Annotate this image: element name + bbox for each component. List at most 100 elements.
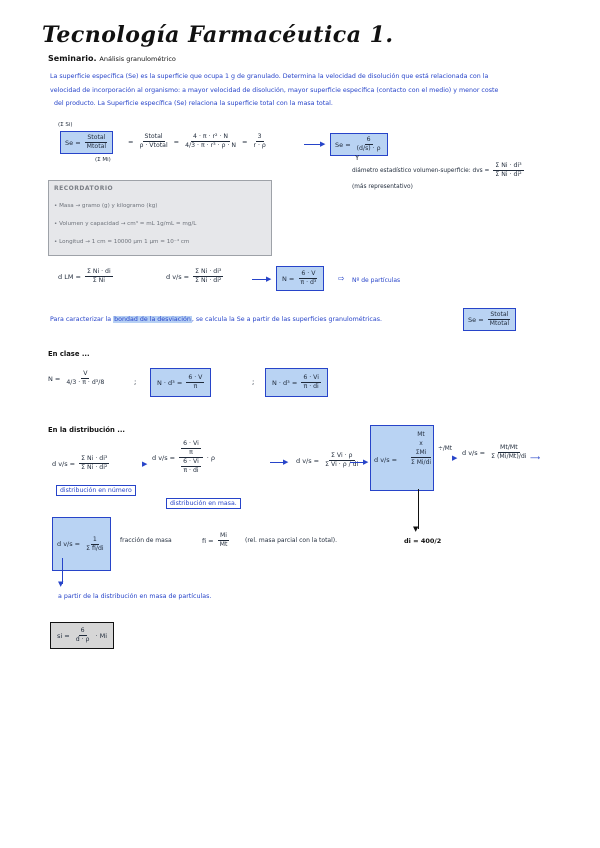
- en-clase-n-fraction: V 4/3 · π · d³/8: [64, 370, 106, 387]
- fraccion-arrow-text: a partir de la distribución en masa de p…: [58, 593, 212, 600]
- label-distribucion-masa: distribución en masa.: [166, 498, 241, 509]
- final-den: d · ρ: [75, 636, 90, 643]
- final-si-symbol: si =: [57, 631, 70, 640]
- diam-den: Σ Ni · di²: [495, 171, 522, 178]
- caract-text: Para caracterizar la bondad de la desvia…: [50, 316, 383, 323]
- bondad-highlight: bondad de la desviación: [113, 316, 192, 323]
- dvs4-num: Mt/Mt: [498, 444, 520, 453]
- dvs-mass-box: d v/s = Mt x ΣMi Σ Mi/di: [370, 425, 434, 491]
- en-clase-box2-den: π · di: [303, 383, 319, 390]
- dlm-symbol: d LM =: [58, 272, 81, 281]
- page-title: Tecnología Farmacéutica 1.: [42, 22, 394, 48]
- dvs-box-symbol: d v/s =: [374, 456, 398, 464]
- dvs3-num: Σ Vi · ρ: [328, 452, 355, 461]
- intro-paragraph: La superficie específica (Se) es la supe…: [50, 70, 570, 111]
- fi-note: (rel. masa parcial con la total).: [245, 537, 338, 544]
- caract-se-box: Se = Stotal Mtotal: [463, 308, 517, 331]
- label-distribucion-numero: distribución en número: [56, 485, 136, 496]
- eq3-den: 4/3 · π · r³ · ρ · N: [185, 142, 236, 149]
- dvs3-fraction: Σ Vi · ρ Σ Vi · ρ / di: [323, 452, 360, 469]
- sum-mi-label: (Σ Mi): [95, 157, 111, 163]
- dvs-fraction-box-num: 1: [90, 535, 99, 545]
- eq4-den: r · ρ: [253, 142, 266, 149]
- caract-se-fraction: Stotal Mtotal: [488, 311, 512, 328]
- eq2-fraction: Stotal ρ · Vtotal: [137, 133, 169, 150]
- down-arrow-icon: ▼: [58, 580, 64, 588]
- dvs4-formula: d v/s = Mt/Mt Σ (Mi/Mt)/di: [462, 444, 528, 461]
- seminar-topic: Análisis granulométrico: [99, 55, 176, 63]
- dvs-fraction-box-symbol: d v/s =: [57, 540, 81, 548]
- dvs3-formula: d v/s = Σ Vi · ρ Σ Vi · ρ / di: [296, 452, 360, 469]
- dvs4-den: Σ (Mi/Mt)/di: [491, 453, 527, 460]
- eq2-den: ρ · Vtotal: [139, 142, 168, 149]
- en-clase-box2-num: 6 · Vi: [301, 374, 321, 383]
- caract-se-den: Mtotal: [489, 320, 510, 327]
- fi-symbol: fi =: [202, 536, 214, 545]
- se-box: Se = Stotal Mtotal: [60, 131, 114, 154]
- eq2-num: Stotal: [142, 133, 165, 142]
- seminar-subtitle: Seminario. Análisis granulométrico: [48, 54, 176, 63]
- intro-line-3: del producto. La Superficie específica (…: [54, 100, 333, 107]
- en-clase-box-2: N · d³ = 6 · Vi π · di: [265, 368, 328, 397]
- arrow-to-n: [252, 279, 270, 281]
- distribucion-heading: En la distribución ...: [48, 426, 125, 434]
- en-clase-box1-left: N · d³ =: [157, 378, 183, 387]
- semicolon-1: ;: [134, 378, 137, 386]
- final-num: 6: [78, 627, 87, 636]
- dvs-fraction: Σ Ni · di³ Σ Ni · di²: [193, 268, 224, 285]
- down-chevron-icon: Y: [355, 154, 360, 162]
- eq4-num: 3: [255, 133, 264, 142]
- n-box-symbol: N =: [282, 274, 295, 283]
- final-formula-box: si = 6 d · ρ · Mi: [50, 622, 115, 649]
- recordatorio-item-volumen: • Volumen y capacidad → cm³ = mL 1g/mL =…: [54, 221, 197, 227]
- en-clase-n-formula: N = V 4/3 · π · d³/8: [48, 370, 106, 387]
- dlm-den: Σ Ni: [92, 277, 105, 284]
- en-clase-n-num: V: [81, 370, 90, 379]
- en-clase-box2-fraction: 6 · Vi π · di: [301, 374, 321, 391]
- final-tail: · Mi: [95, 631, 108, 640]
- divide-mt-label: ÷/Mt: [438, 446, 453, 452]
- caract-se-symbol: Se =: [468, 315, 484, 324]
- se-num: Stotal: [85, 134, 108, 143]
- fraccion-label: fracción de masa: [120, 537, 172, 544]
- down-arrow-icon: ▼: [413, 525, 419, 533]
- recordatorio-item-masa: • Masa → gramo (g) y kilogramo (kg): [54, 203, 158, 209]
- arrow-head-icon: ▶: [266, 275, 272, 283]
- intro-line-2: velocidad de incorporación al organismo:…: [50, 86, 499, 94]
- dvs-fraction-box-fraction: 1 Σ fi/di: [84, 536, 106, 553]
- dlm-num: Σ Ni · di: [84, 268, 113, 277]
- dvs2-symbol: d v/s =: [152, 453, 176, 462]
- diam-note-2: (más representativo): [352, 184, 413, 190]
- recordatorio-title: RECORDATORIO: [54, 185, 114, 192]
- arrow-to-dvs3: [270, 462, 286, 464]
- en-clase-box1-den: π: [193, 383, 198, 390]
- recordatorio-item-longitud: • Longitud → 1 cm = 10000 μm 1 μm = 10⁻⁴…: [54, 239, 190, 245]
- arrow-head-icon: ▶: [142, 460, 148, 468]
- arrow-head-icon: ▶: [320, 140, 326, 148]
- en-clase-box1-fraction: 6 · V π: [186, 374, 205, 391]
- n-box: N = 6 · V π · d³: [276, 266, 325, 291]
- dvs-fraction-box-den: Σ fi/di: [86, 544, 104, 552]
- dlm-formula: d LM = Σ Ni · di Σ Ni: [58, 268, 113, 285]
- se-result-symbol: Se =: [335, 140, 351, 149]
- dlm-fraction: Σ Ni · di Σ Ni: [84, 268, 113, 285]
- en-clase-n-symbol: N =: [48, 374, 61, 383]
- particles-label: Nº de partículas: [352, 277, 401, 284]
- dvs-fraction-box: d v/s = 1 Σ fi/di: [52, 517, 111, 571]
- dvs-den: Σ Ni · di²: [195, 277, 222, 284]
- n-box-num: 6 · V: [299, 270, 318, 279]
- dvs-box-stack: Mt x ΣMi Σ Mi/di: [411, 431, 432, 466]
- dvs3-den: Σ Vi · ρ / di: [325, 461, 359, 468]
- recordatorio-box: RECORDATORIO • Masa → gramo (g) y kilogr…: [48, 180, 272, 256]
- semicolon-2: ;: [252, 378, 255, 386]
- fraction-down-line: [62, 558, 64, 584]
- dvs1-symbol: d v/s =: [52, 459, 76, 468]
- black-arrow-line: [418, 489, 420, 529]
- hollow-arrow-icon: ⇨: [338, 274, 345, 283]
- seminar-label: Seminario.: [48, 54, 97, 63]
- eq3-num: 4 · π · r² · N: [191, 133, 231, 142]
- eq3-fraction: 4 · π · r² · N 4/3 · π · r³ · ρ · N: [183, 133, 238, 150]
